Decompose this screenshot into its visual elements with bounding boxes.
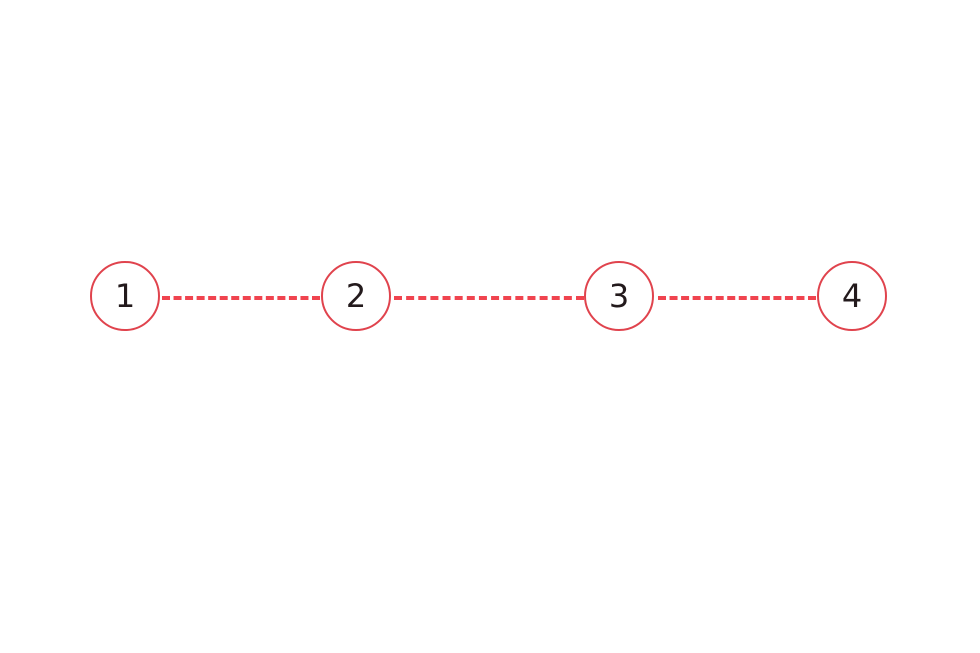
step-2: 2 — [321, 261, 391, 331]
step-3: 3 — [584, 261, 654, 331]
connector-3-4 — [658, 296, 816, 300]
step-3-number: 3 — [608, 277, 630, 315]
step-4: 4 — [817, 261, 887, 331]
connector-2-3 — [394, 296, 584, 300]
step-2-number: 2 — [345, 277, 367, 315]
step-1-number: 1 — [114, 277, 136, 315]
connector-1-2 — [162, 296, 320, 300]
step-1: 1 — [90, 261, 160, 331]
step-4-number: 4 — [841, 277, 863, 315]
